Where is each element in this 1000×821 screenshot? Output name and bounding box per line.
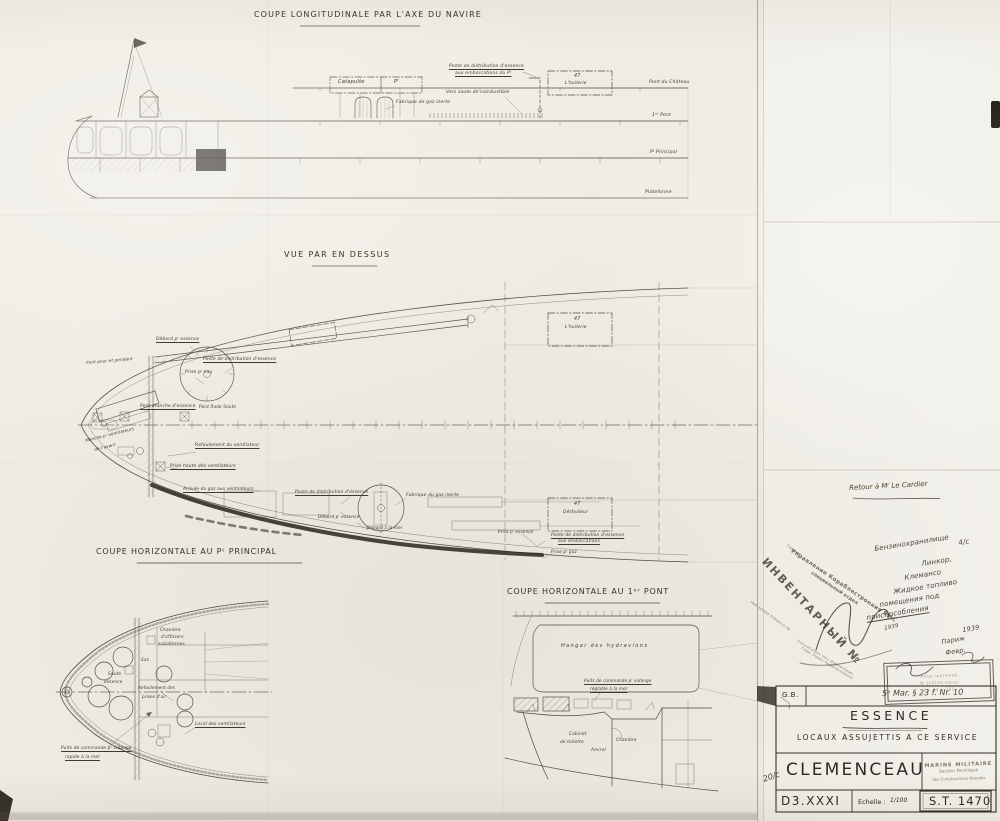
boat-distribution-label2: aux embarcations	[558, 539, 600, 544]
registration-stamp-line: № 104159 касса	[919, 678, 959, 686]
compartment-47-name: L'huilerie	[565, 81, 587, 86]
gas-intake-label: Prise pʳ gaz	[551, 549, 577, 554]
distribution-post-mid-label: Poste de distribution d'essence	[295, 490, 369, 495]
puits-label2: réglable à la mer	[590, 686, 628, 691]
fuel-bunker-label: Vers soute de combustible	[446, 90, 510, 95]
overboard-label: Débord pʳ essence	[156, 337, 200, 342]
marine-militaire-stamp: MARINE MILITAIRE Section Technique des C…	[923, 754, 993, 788]
plan-premier-pont-drawing	[504, 610, 758, 792]
deck-label-chateau: Pont du Château	[649, 80, 690, 85]
st-reference: S.T. 1470	[929, 794, 992, 808]
plan-principal-drawing	[55, 600, 273, 784]
registration-stamp-box: Фонд чертежей № 104159 касса Гл. 54 — 28…	[883, 659, 995, 705]
compartment-47-number: 47	[574, 74, 581, 79]
room-chambre-label2: d'officiers	[161, 635, 184, 640]
gas-arrival-label: Arrivée du gaz aux ventilateurs	[183, 486, 254, 491]
compartment-47b-number: 47	[574, 502, 581, 507]
deck-label-pt-principal: Pᵗ Principal	[650, 150, 678, 155]
marine-stamp-line1: MARINE MILITAIRE	[924, 760, 993, 769]
longitudinal-title: COUPE LONGITUDINALE PAR L'AXE DU NAVIRE	[254, 10, 482, 19]
compartment-47-name: L'huilerie	[565, 325, 587, 330]
longitudinal-section-drawing	[67, 25, 689, 604]
compartment-47b-name: Déshuileur	[563, 510, 589, 515]
marine-stamp-line2: Section Technique	[938, 768, 979, 775]
chambre-label: Chambre	[616, 738, 637, 743]
room-chambre-label: Chambre	[160, 628, 181, 633]
refoulement-label: Refoulement des	[138, 685, 176, 690]
overboard-mid-label: Débord pʳ essence	[318, 514, 360, 519]
main-title: ESSENCE	[850, 708, 933, 723]
subtitle: LOCAUX ASSUJETTIS A CE SERVICE	[797, 733, 979, 742]
handwritten-reference: 5ᵉ Mar. § 23 f. Nr. 10	[881, 687, 964, 698]
plan-premier-pont-title: COUPE HORIZONTALE AU 1ᵉʳ PONT	[507, 587, 670, 596]
puits-label2: rapide à la mer	[65, 755, 101, 760]
soute-label: Soute	[108, 672, 122, 677]
fan-discharge-label: Refoulement du ventilateur	[195, 443, 260, 448]
essence-intake-label: Prise pʳ essence	[498, 529, 534, 534]
marine-stamp-line3: des Constructions Navales	[932, 774, 986, 782]
distribution-post-label2: aux embarcations du Pᵗ	[455, 71, 512, 76]
tight-deck-label: Pont étanche d'essence	[140, 404, 196, 409]
distribution-post-label: Poste de distribution d'essence	[203, 357, 277, 362]
scale-label: Echelle :	[858, 798, 886, 806]
scale-value: 1/100	[890, 797, 908, 804]
sas-label: Sas	[141, 658, 150, 663]
catapult-label: Catapulte	[338, 79, 365, 85]
inert-gas-plant-label: Fabrique du gaz inerte	[406, 493, 460, 498]
registration-stamp-line: Фонд чертежей	[920, 671, 958, 679]
boat-distribution-label: Poste de distribution d'essence	[551, 533, 625, 538]
hangar-label: Hangar des hydravions	[561, 643, 649, 649]
pont-label: Pont pour et pendant	[85, 355, 133, 365]
puits-label: Puits de commande pʳ vidange	[584, 678, 652, 683]
plan-principal-title: COUPE HORIZONTALE AU Pᵗ PRINCIPAL	[96, 547, 277, 556]
inert-gas-label: Fabrique de gaz inerte	[396, 100, 451, 105]
gb-cell: G.B.	[782, 691, 799, 699]
top-view-title: VUE PAR EN DESSUS	[284, 250, 391, 259]
soute-label2: essence	[104, 680, 123, 685]
puits-label: Puits de commande pʳ vidange	[61, 746, 132, 751]
top-view-drawing	[77, 281, 758, 563]
right-fold-strip	[764, 0, 1000, 821]
refoulement-label2: prises d'air	[142, 694, 167, 699]
amiral-label: Amiral	[591, 748, 606, 753]
deck-label-1er-pont: 1ᵉʳ Pont	[652, 113, 671, 118]
deck-label-plateforme: Plateforme	[645, 190, 672, 195]
ship-name: CLEMENCEAU	[786, 760, 925, 780]
document-number: D3.XXXI	[781, 794, 841, 808]
local-ventilateurs-label: Local des ventilateurs	[195, 722, 246, 727]
rade-soute-label: Pont Rade Soute	[199, 404, 237, 409]
cabinet-label2: de toilette	[560, 740, 584, 745]
compartment-47-number: 47	[574, 317, 581, 322]
catapult-pt-label: Pᵗ	[394, 79, 399, 85]
vent-sleeve-label2: de l'avant	[93, 441, 117, 452]
fan-intake-label: Prise haute des ventilateurs	[170, 464, 236, 469]
water-intake-label: Prise pʳ eau	[185, 370, 213, 375]
vent-sleeve-label: Manche pʳ ventilateurs	[84, 425, 135, 443]
overboard-sea-label: Débord à la mer	[367, 525, 403, 530]
room-chambre-label3: subalternes	[158, 642, 185, 647]
distribution-post-label: Poste de distribution d'essence	[449, 64, 524, 69]
cabinet-label: Cabinet	[569, 732, 587, 737]
